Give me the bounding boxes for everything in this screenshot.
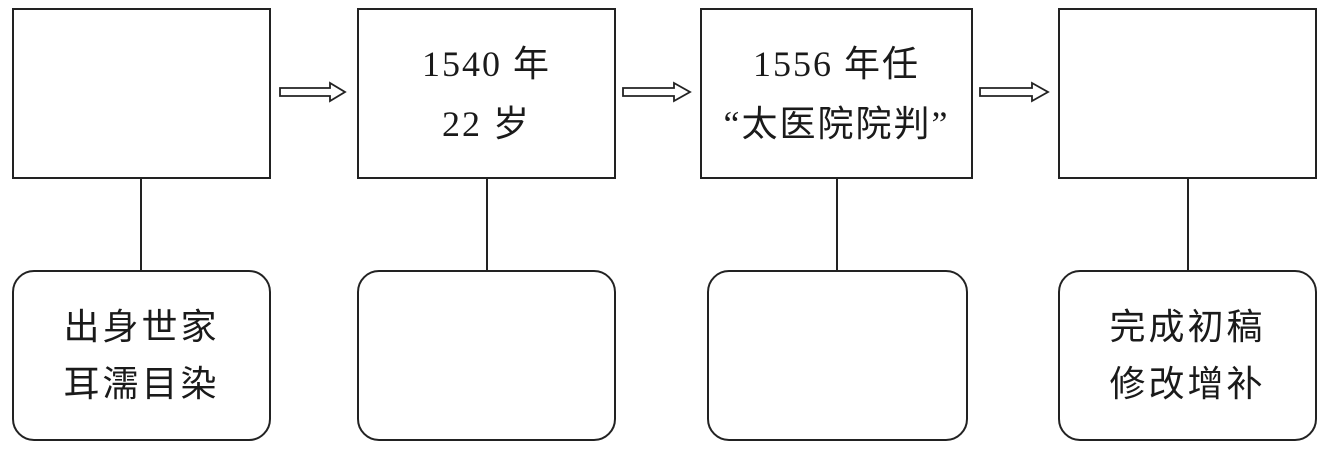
arrow-right-3	[979, 81, 1050, 103]
arrow-right-2	[622, 81, 692, 103]
stage-3-top-line-2: “太医院院判”	[723, 103, 950, 144]
stage-2-bottom-box	[357, 270, 616, 441]
stage-1-bottom-line-1: 出身世家	[63, 306, 220, 347]
arrow-right-1	[279, 81, 347, 103]
stage-3-bottom-box	[707, 270, 968, 441]
stage-4-bottom-box: 完成初稿 修改增补	[1058, 270, 1317, 441]
stage-1-bottom-box: 出身世家 耳濡目染	[12, 270, 271, 441]
stage-3-top-box: 1556 年任 “太医院院判”	[700, 8, 973, 179]
stage-2-top-line-1: 1540 年	[421, 43, 551, 84]
stage-1-top-box	[12, 8, 271, 179]
stage-4-top-box	[1058, 8, 1317, 179]
stage-1-bottom-line-2: 耳濡目染	[63, 363, 220, 404]
stage-4-bottom-line-2: 修改增补	[1109, 363, 1266, 404]
stage-4-bottom-line-1: 完成初稿	[1109, 306, 1266, 347]
stage-2-top-box: 1540 年 22 岁	[357, 8, 616, 179]
stage-3-top-line-1: 1556 年任	[752, 43, 920, 84]
stage-2-top-line-2: 22 岁	[441, 103, 531, 144]
